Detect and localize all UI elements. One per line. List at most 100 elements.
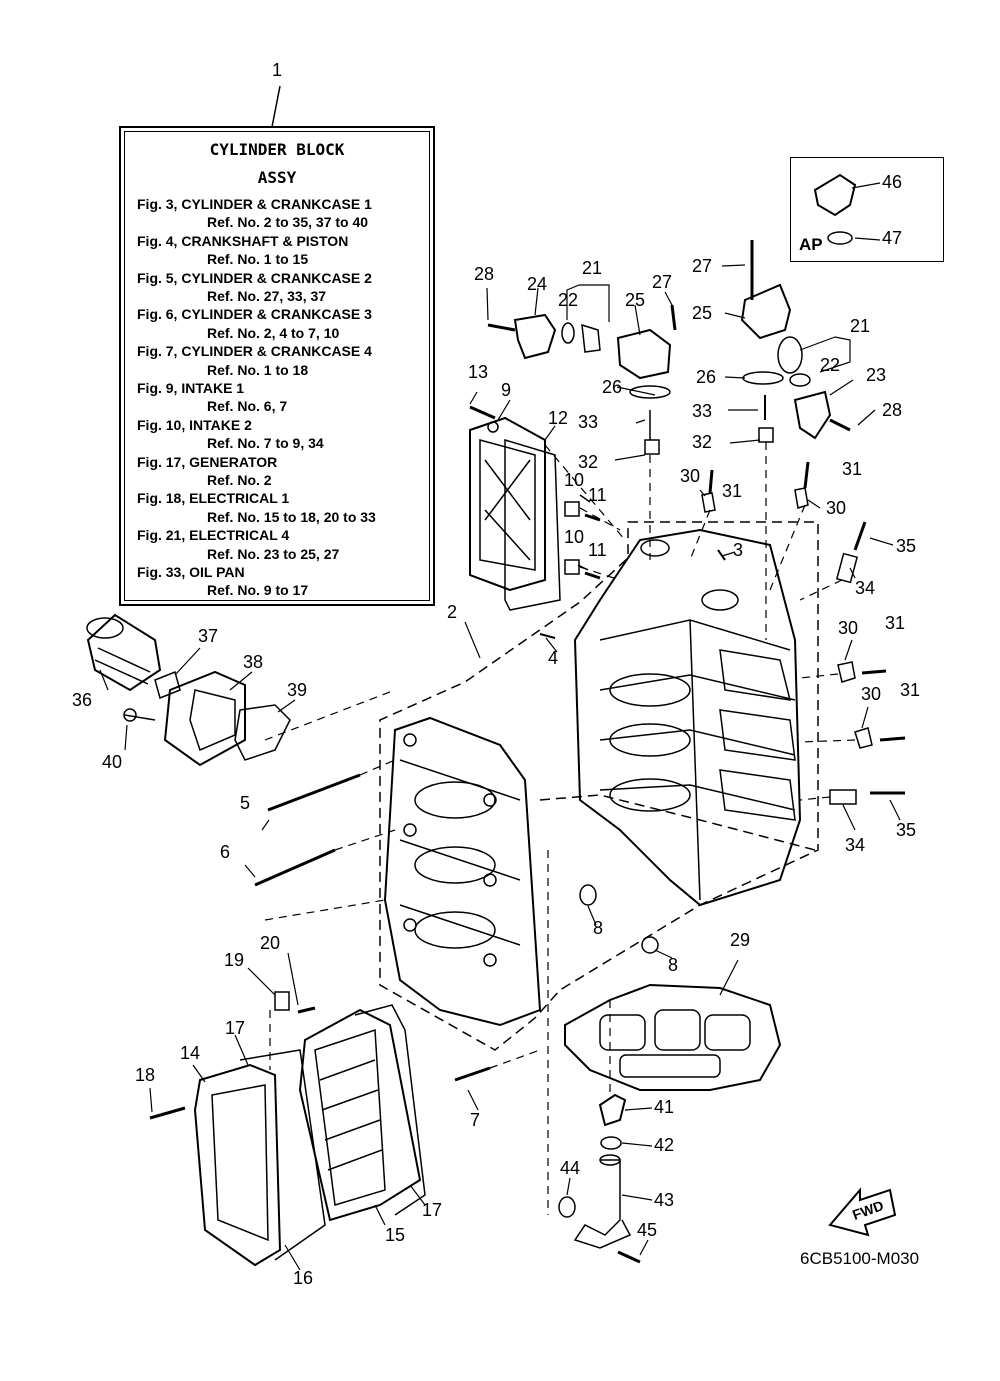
callout-c25b: 25 [692, 303, 713, 323]
callout-c2: 2 [447, 602, 458, 622]
callout-c41: 41 [654, 1097, 675, 1117]
callout-c19: 19 [224, 950, 245, 970]
legend-ref-line: Ref. No. 2 [207, 472, 272, 488]
crankcase [383, 716, 542, 1027]
callout-c10b: 10 [564, 527, 585, 547]
cylinder-block [573, 528, 802, 907]
callout-c36: 36 [72, 690, 93, 710]
side-cover-assembly [193, 1004, 426, 1267]
callout-c1: 1 [272, 60, 283, 80]
callout-c3: 3 [733, 540, 744, 560]
callout-c6: 6 [220, 842, 231, 862]
callout-c10a: 10 [564, 470, 585, 490]
legend-fig-line: Fig. 21, ELECTRICAL 4 [137, 527, 290, 544]
legend-inner-border [124, 131, 430, 601]
callout-c27b: 27 [692, 256, 713, 276]
callout-c14: 14 [180, 1043, 201, 1063]
callout-c38: 38 [243, 652, 264, 672]
callout-c25a: 25 [625, 290, 646, 310]
legend-box: CYLINDER BLOCK ASSY Fig. 3, CYLINDER & C… [119, 126, 435, 606]
callout-c16: 16 [293, 1268, 314, 1288]
callout-c28b: 28 [882, 400, 903, 420]
diagram-code: 6CB5100-M030 [800, 1249, 920, 1268]
callout-c30a: 30 [680, 466, 701, 486]
bolt-18-shape [149, 1106, 186, 1120]
legend-fig-line: Fig. 3, CYLINDER & CRANKCASE 1 [137, 196, 372, 212]
callout-c30b: 30 [826, 498, 847, 518]
split-line-dashed [539, 794, 816, 851]
callout-c17b: 17 [422, 1200, 443, 1220]
exhaust-cover-assembly [469, 416, 561, 611]
legend-fig-line: Fig. 5, CYLINDER & CRANKCASE 2 [137, 269, 372, 286]
callout-c21b: 21 [850, 316, 871, 336]
leader-1 [271, 85, 281, 128]
bolt-5-shape [267, 773, 361, 812]
callout-c45: 45 [637, 1220, 658, 1240]
callout-c26b: 26 [696, 367, 717, 387]
callout-leaders [99, 182, 901, 1271]
callout-c5: 5 [240, 793, 251, 813]
callout-c11b: 11 [588, 540, 607, 560]
callout-c26a: 26 [602, 377, 623, 397]
callout-c30c: 30 [838, 618, 859, 638]
callout-c13: 13 [468, 362, 489, 382]
callout-c22b: 22 [820, 355, 841, 375]
legend-fig-line: Fig. 4, CRANKSHAFT & PISTON [137, 232, 349, 249]
legend-ref-line: Ref. No. 2, 4 to 7, 10 [207, 324, 340, 341]
legend-ref-line: Ref. No. 7 to 9, 34 [207, 435, 324, 452]
callout-c35a: 35 [896, 536, 917, 556]
callout-c27a: 27 [652, 272, 673, 292]
callout-c21a: 21 [582, 258, 603, 278]
callout-c44: 44 [560, 1158, 581, 1178]
callout-c15: 15 [385, 1225, 406, 1245]
o-ring-8b [641, 936, 659, 954]
callout-c11a: 11 [588, 485, 607, 505]
legend-title: CYLINDER BLOCK [209, 140, 345, 159]
thermostat-assembly-right [740, 240, 851, 443]
legend-ref-line: Ref. No. 15 to 18, 20 to 33 [207, 508, 376, 525]
o-ring-8a [579, 884, 597, 906]
bolt-7-shape [454, 1066, 491, 1082]
callout-c40: 40 [102, 752, 123, 772]
callout-c30d: 30 [861, 684, 882, 704]
legend-fig-line: Fig. 6, CYLINDER & CRANKCASE 3 [137, 306, 372, 323]
callout-c31c: 31 [885, 613, 906, 633]
legend-ref-line: Ref. No. 2 to 35, 37 to 40 [207, 214, 369, 231]
callout-c8b: 8 [668, 955, 679, 975]
assembly-outline-dashed [379, 521, 819, 1051]
ap-inset-box: AP [790, 157, 944, 262]
callout-c47: 47 [882, 228, 903, 248]
callout-c4: 4 [548, 648, 559, 668]
callout-c29: 29 [730, 930, 751, 950]
legend-fig-line: Fig. 33, OIL PAN [137, 564, 245, 580]
oil-strainer-assembly [558, 1093, 641, 1264]
callout-c34a: 34 [855, 578, 876, 598]
callout-c37: 37 [198, 626, 219, 646]
callout-c39: 39 [287, 680, 308, 700]
callout-c9: 9 [501, 380, 512, 400]
callout-c17a: 17 [225, 1018, 246, 1038]
legend-fig-line: Fig. 7, CYLINDER & CRANKCASE 4 [137, 343, 372, 360]
legend-fig-line: Fig. 17, GENERATOR [137, 453, 278, 470]
oil-filter [86, 613, 162, 692]
callout-c34b: 34 [845, 835, 866, 855]
callout-c23: 23 [866, 365, 887, 385]
callout-c33a: 33 [578, 412, 599, 432]
oil-pan-gasket [564, 983, 782, 1091]
callout-c18: 18 [135, 1065, 156, 1085]
callout-c31b: 31 [842, 459, 863, 479]
legend-ref-line: Ref. No. 1 to 15 [207, 251, 309, 268]
callout-c42: 42 [654, 1135, 675, 1155]
callout-c7: 7 [470, 1110, 481, 1130]
ap-inset-parts [813, 173, 857, 245]
callout-c12: 12 [548, 408, 569, 428]
legend-ref-line: Ref. No. 27, 33, 37 [207, 288, 327, 304]
right-side-hardware [274, 405, 906, 1014]
legend-ref-line: Ref. No. 9 to 17 [207, 582, 309, 599]
legend-subtitle: ASSY [257, 168, 297, 187]
callout-c31a: 31 [722, 481, 743, 501]
ap-label: AP [799, 235, 823, 254]
fwd-arrow [828, 1187, 897, 1237]
callout-c32a: 32 [578, 452, 599, 472]
